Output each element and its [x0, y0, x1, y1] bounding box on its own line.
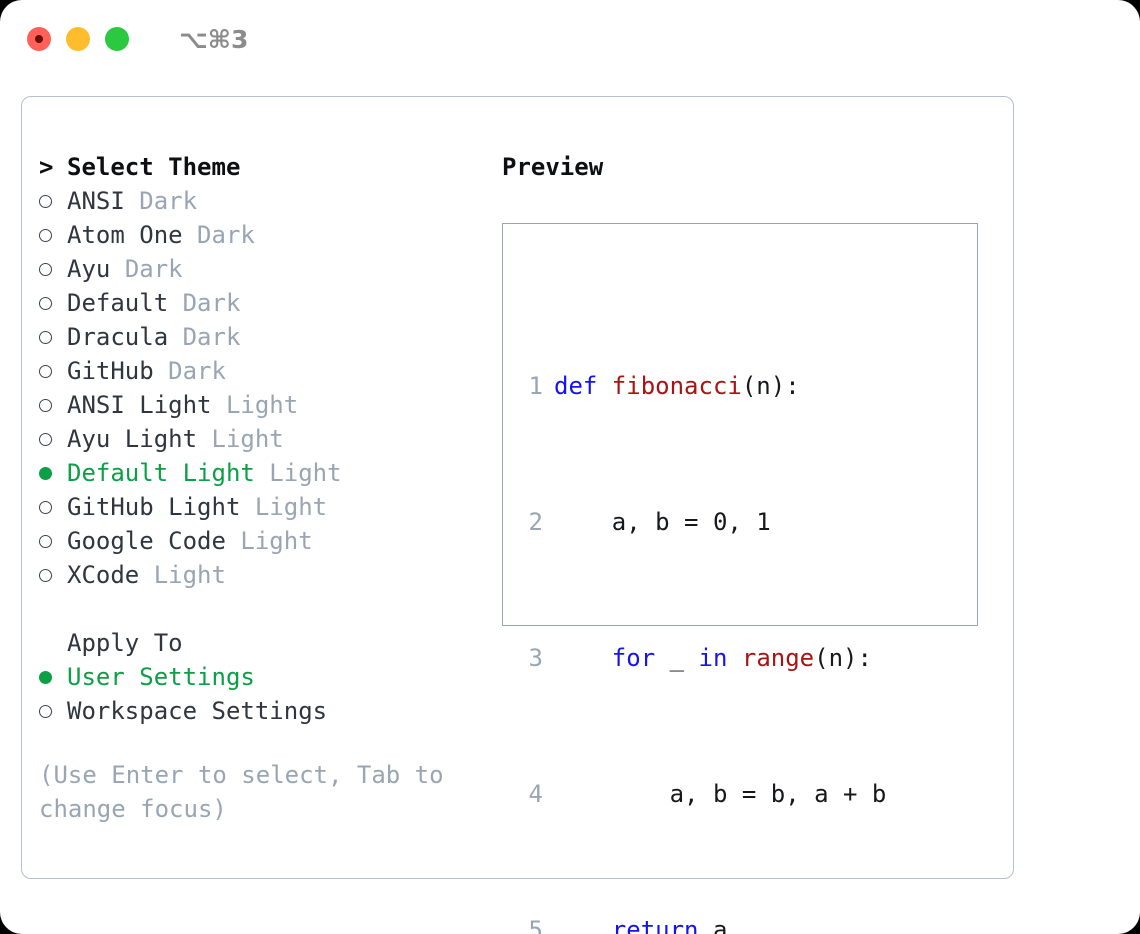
theme-item-label: Ayu Light — [67, 425, 198, 453]
select-theme-header: > Select Theme — [39, 150, 494, 184]
theme-item-label: Ayu — [67, 255, 111, 283]
code-token: def — [554, 372, 612, 400]
code-token: range — [741, 644, 815, 672]
title-bar: ⌥⌘3 — [0, 0, 1140, 78]
theme-item-label: Default — [67, 289, 169, 317]
theme-item-badge-text: Light — [254, 493, 328, 521]
theme-item-label: Default Light — [67, 459, 255, 487]
theme-item-label: ANSI Light — [67, 391, 212, 419]
code-line: 4 a, b = b, a + b — [519, 777, 930, 811]
code-token: return — [611, 916, 699, 934]
theme-item-label: Google Code — [67, 527, 226, 555]
radio-unselected-icon — [39, 184, 67, 218]
theme-item-ayu-dark[interactable]: Ayu Dark — [39, 252, 494, 286]
select-theme-header-label: Select Theme — [67, 153, 241, 181]
code-token: for — [611, 644, 656, 672]
radio-selected-icon — [39, 660, 67, 694]
code-token: in — [698, 644, 742, 672]
theme-item-label: XCode — [67, 561, 140, 589]
code-line: 3 for _ in range(n): — [519, 641, 930, 675]
theme-item-badge — [125, 187, 139, 215]
keyboard-shortcut-label: ⌥⌘3 — [179, 24, 249, 54]
apply-to-option-label: User Settings — [67, 663, 255, 691]
apply-to-option-label: Workspace Settings — [67, 697, 328, 725]
radio-unselected-icon — [39, 354, 67, 388]
theme-item-badge-text: Dark — [182, 323, 241, 351]
apply-to-option-user-settings[interactable]: User Settings — [39, 660, 494, 694]
code-token: a — [698, 916, 728, 934]
line-number: 1 — [528, 372, 543, 400]
radio-unselected-icon — [39, 694, 67, 728]
apply-to-option-workspace-settings[interactable]: Workspace Settings — [39, 694, 494, 728]
theme-item-badge-text: Light — [225, 391, 299, 419]
prompt-caret-icon: > — [39, 153, 54, 181]
theme-item-label: GitHub — [67, 357, 154, 385]
theme-item-github-dark[interactable]: GitHub Dark — [39, 354, 494, 388]
line-number: 4 — [528, 780, 543, 808]
theme-item-dracula-dark[interactable]: Dracula Dark — [39, 320, 494, 354]
theme-item-ansi-dark[interactable]: ANSI Dark — [39, 184, 494, 218]
theme-item-ansi-light[interactable]: ANSI Light Light — [39, 388, 494, 422]
theme-item-badge-text: Dark — [124, 255, 183, 283]
main-panel: > Select Theme ANSI Dark Atom One Dark Ay… — [21, 96, 1014, 934]
theme-item-ayu-light[interactable]: Ayu Light Light — [39, 422, 494, 456]
preview-title: Preview — [502, 153, 604, 181]
theme-item-badge-text: Dark — [182, 289, 241, 317]
window-controls — [27, 27, 129, 51]
code-token: (n): — [741, 372, 800, 400]
close-button[interactable] — [27, 27, 51, 51]
theme-item-default-light[interactable]: Default Light Light — [39, 456, 494, 490]
theme-item-github-light[interactable]: GitHub Light Light — [39, 490, 494, 524]
radio-selected-icon — [39, 456, 67, 490]
code-token: fibonacci — [611, 372, 742, 400]
theme-item-xcode-light[interactable]: XCode Light — [39, 558, 494, 592]
theme-item-default-dark[interactable]: Default Dark — [39, 286, 494, 320]
theme-item-badge-text: Light — [153, 561, 226, 589]
theme-item-label: ANSI — [67, 187, 125, 215]
radio-unselected-icon — [39, 422, 67, 456]
code-line: 2 a, b = 0, 1 — [519, 505, 930, 539]
theme-item-atom-one-dark[interactable]: Atom One Dark — [39, 218, 494, 252]
theme-item-badge-text: Dark — [197, 221, 255, 249]
code-token — [554, 644, 612, 672]
theme-item-badge-text: Light — [211, 425, 284, 453]
radio-unselected-icon — [39, 524, 67, 558]
code-token: _ — [655, 644, 699, 672]
code-token: a, b = 0, 1 — [554, 508, 771, 536]
code-token — [554, 916, 612, 934]
zoom-button[interactable] — [105, 27, 129, 51]
radio-unselected-icon — [39, 320, 67, 354]
code-token: a, b = b, a + b — [554, 780, 887, 808]
radio-unselected-icon — [39, 218, 67, 252]
code-line: 1 def fibonacci(n): — [519, 369, 930, 403]
radio-unselected-icon — [39, 252, 67, 286]
radio-unselected-icon — [39, 286, 67, 320]
line-number: 5 — [528, 916, 543, 934]
theme-item-label: Atom One — [67, 221, 183, 249]
radio-unselected-icon — [39, 388, 67, 422]
theme-item-badge-text: Dark — [168, 357, 226, 385]
theme-item-google-code-light[interactable]: Google Code Light — [39, 524, 494, 558]
line-number: 3 — [528, 644, 543, 672]
section-spacer — [39, 592, 494, 626]
theme-list-column: > Select Theme ANSI Dark Atom One Dark Ay… — [39, 150, 494, 826]
radio-unselected-icon — [39, 558, 67, 592]
code-token: (n): — [814, 644, 872, 672]
theme-item-badge-text: Light — [269, 459, 342, 487]
theme-item-badge-text: Dark — [139, 187, 198, 215]
theme-item-badge-text: Light — [240, 527, 313, 555]
theme-item-label: Dracula — [67, 323, 169, 351]
code-line: 5 return a — [519, 913, 930, 934]
theme-item-label: GitHub Light — [67, 493, 241, 521]
apply-to-header: Apply To — [67, 629, 183, 657]
keyboard-hint-text: (Use Enter to select, Tab to change focu… — [39, 761, 459, 823]
radio-unselected-icon — [39, 490, 67, 524]
line-number: 2 — [528, 508, 543, 536]
minimize-button[interactable] — [66, 27, 90, 51]
